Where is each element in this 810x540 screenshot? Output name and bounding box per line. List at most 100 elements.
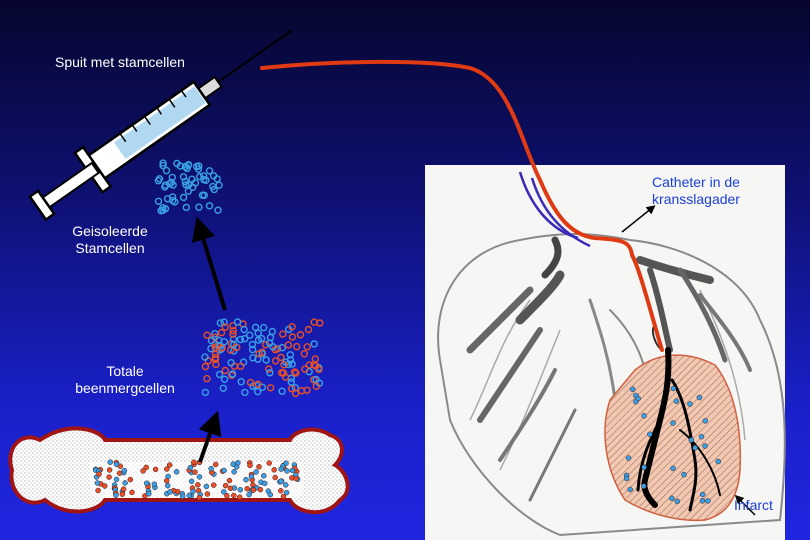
cell-dot [282, 482, 289, 488]
cell-dot [280, 493, 287, 500]
cell-dot [241, 388, 249, 397]
cell-dot [207, 344, 215, 353]
cell-dot [113, 492, 119, 498]
cell-dot [173, 469, 180, 475]
cell-dot [286, 351, 294, 359]
cell-dot [256, 464, 262, 470]
cell-dot [237, 487, 244, 493]
cell-dot [96, 471, 102, 477]
cell-dot [674, 498, 681, 505]
bone-illustration [8, 426, 350, 515]
cell-dot [240, 325, 248, 334]
cell-dot [715, 458, 721, 465]
cell-dot [159, 159, 167, 167]
cell-dot [164, 482, 171, 489]
cell-dot [312, 375, 320, 384]
catheter [260, 59, 664, 352]
cell-dot [250, 487, 257, 493]
cell-dot [281, 373, 290, 381]
cell-dot [254, 380, 262, 388]
cell-dot [218, 344, 226, 352]
catheter-pointer [621, 205, 656, 233]
cell-dot [265, 365, 273, 373]
cell-dot [696, 394, 703, 401]
cell-dot [237, 378, 245, 386]
cell-dot [231, 492, 237, 499]
cell-dot [192, 469, 198, 475]
cell-dot [210, 185, 218, 194]
cell-dot [272, 474, 278, 481]
cell-dot [220, 338, 229, 346]
cell-dot [254, 336, 263, 344]
cell-dot [186, 492, 192, 499]
cell-dot [687, 401, 693, 407]
cell-dot [692, 445, 698, 451]
infarct-region [604, 347, 742, 522]
cell-dot [184, 161, 193, 170]
cell-dot [205, 167, 214, 175]
cell-dot [310, 318, 318, 326]
cell-dot [268, 327, 276, 336]
cell-dot [229, 340, 238, 349]
cell-dot [220, 318, 228, 326]
cell-dot [101, 483, 108, 489]
cell-dot [217, 328, 226, 337]
cell-dot [623, 475, 630, 482]
cell-dot [278, 466, 284, 472]
cell-dot [304, 325, 313, 334]
cell-dot [95, 487, 101, 494]
infarct-stem-cells [623, 385, 721, 505]
cell-dot [151, 481, 158, 488]
cell-dot [220, 375, 229, 383]
cell-dot [300, 350, 308, 358]
cell-dot [167, 178, 176, 187]
cell-dot [266, 369, 274, 377]
cell-dot [201, 362, 210, 371]
cell-dot [254, 329, 262, 337]
cell-dot [127, 476, 134, 483]
cell-dot [163, 195, 172, 203]
catheter-line [260, 59, 664, 352]
cell-dot [129, 489, 135, 496]
cell-dot [293, 342, 301, 351]
isolated-label-line1: Geisoleerde [72, 223, 148, 239]
cell-dot [168, 173, 177, 182]
cell-dot [255, 350, 263, 358]
isolated-stem-cells-label: Geisoleerde Stamcellen [60, 223, 160, 257]
cell-dot [192, 162, 201, 171]
cell-dot [291, 368, 299, 376]
cell-dot [277, 369, 286, 377]
cell-dot [143, 480, 150, 487]
cell-dot [647, 431, 653, 438]
cell-dot [698, 433, 705, 440]
cell-dot [164, 466, 170, 472]
cell-dot [629, 386, 636, 392]
cell-dot [229, 322, 237, 330]
cell-dot [635, 395, 641, 402]
cell-dot [211, 350, 220, 358]
cell-dot [673, 398, 680, 404]
bone-marrow-cells [92, 459, 301, 501]
cell-dot [236, 335, 245, 344]
cell-dot [216, 319, 225, 327]
cell-dot [301, 365, 309, 373]
cell-dot [191, 179, 200, 187]
cell-dot [688, 437, 695, 443]
cell-dot [230, 461, 236, 467]
cell-dot [229, 327, 237, 335]
cell-dot [262, 480, 268, 487]
cell-dot [154, 176, 163, 185]
cell-dot [699, 491, 706, 498]
cell-dot [278, 387, 286, 395]
cell-dot [182, 203, 191, 212]
cell-dot [210, 482, 217, 488]
syringe-plunger-head [28, 189, 56, 222]
cell-dot [205, 202, 214, 210]
cell-dot [173, 159, 181, 168]
cell-dot [278, 344, 286, 352]
cell-dot [219, 384, 228, 392]
cell-dot [284, 468, 290, 474]
cell-dot [143, 464, 149, 471]
cell-dot [257, 486, 264, 493]
cell-dot [260, 323, 268, 332]
